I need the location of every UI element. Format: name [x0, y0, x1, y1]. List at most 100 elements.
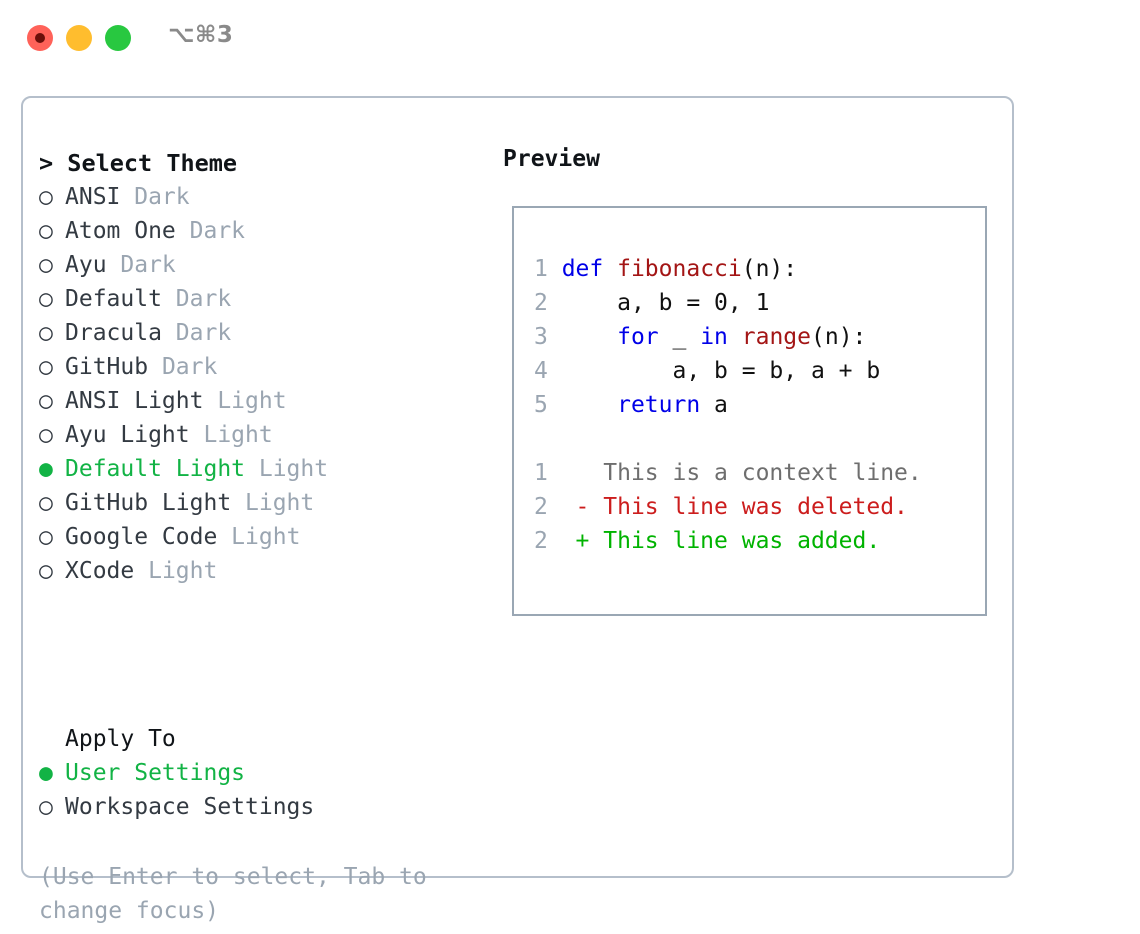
diff-sample: 1 This is a context line.2 - This line w… — [534, 456, 922, 558]
diff-line-number: 2 — [534, 494, 548, 520]
theme-option-10[interactable]: ○ Google Code Light — [39, 520, 489, 554]
radio-unselected-icon: ○ — [39, 184, 53, 210]
radio-unselected-icon: ○ — [39, 252, 53, 278]
code-token: a, b = 0, 1 — [547, 290, 770, 316]
diff-line-1: 2 - This line was deleted. — [534, 490, 922, 524]
code-token: a — [700, 392, 728, 418]
maximize-button[interactable] — [105, 25, 131, 51]
theme-option-label: ANSI — [65, 184, 121, 210]
hint-line-2: change focus) — [39, 898, 220, 924]
code-token: return — [617, 392, 701, 418]
theme-option-label: Atom One — [65, 218, 176, 244]
apply-to-option-label: Workspace Settings — [65, 794, 315, 820]
radio-unselected-icon: ○ — [39, 354, 53, 380]
code-line-1: 2 a, b = 0, 1 — [534, 286, 880, 320]
theme-list: > Select Theme ○ANSI Dark○Atom One Dark○… — [39, 146, 489, 588]
main-window: > Select Theme ○ANSI Dark○Atom One Dark○… — [21, 96, 1014, 924]
code-token: fibonacci — [617, 256, 742, 282]
theme-option-7[interactable]: ○ Ayu Light Light — [39, 418, 489, 452]
code-line-number: 3 — [534, 324, 548, 350]
theme-option-11[interactable]: ○ XCode Light — [39, 554, 489, 588]
theme-option-2[interactable]: ○ Ayu Dark — [39, 248, 489, 282]
code-token: _ — [658, 324, 701, 350]
preview-title: Preview — [503, 146, 600, 172]
theme-option-1[interactable]: ○Atom One Dark — [39, 214, 489, 248]
theme-option-kind: Light — [134, 558, 218, 584]
radio-unselected-icon: ○ — [39, 794, 53, 820]
code-token: for — [617, 324, 659, 350]
theme-option-kind: Light — [189, 422, 273, 448]
radio-unselected-icon: ○ — [39, 422, 53, 448]
code-token: range — [741, 324, 812, 350]
diff-line-number: 2 — [534, 528, 548, 554]
theme-option-label: GitHub Light — [65, 490, 232, 516]
code-line-number: 2 — [534, 290, 548, 316]
theme-option-kind: Dark — [148, 354, 218, 380]
theme-option-kind: Light — [231, 490, 315, 516]
theme-option-0[interactable]: ○ ANSI Dark — [39, 180, 489, 214]
diff-line-text: This is a context line. — [547, 460, 922, 486]
apply-to-option-1[interactable]: ○ Workspace Settings — [39, 790, 489, 824]
code-line-3: 4 a, b = b, a + b — [534, 354, 880, 388]
radio-unselected-icon: ○ — [39, 558, 53, 584]
theme-option-9[interactable]: ○ GitHub Light Light — [39, 486, 489, 520]
theme-option-6[interactable]: ○ ANSI Light Light — [39, 384, 489, 418]
title-bar: ⌥⌘3 — [0, 0, 1140, 78]
theme-option-4[interactable]: ○Dracula Dark — [39, 316, 489, 350]
diff-line-text: - This line was deleted. — [547, 494, 908, 520]
theme-option-label: GitHub — [65, 354, 149, 380]
radio-unselected-icon: ○ — [39, 490, 53, 516]
code-token: in — [700, 324, 728, 350]
diff-line-text: + This line was added. — [547, 528, 881, 554]
theme-option-kind: Dark — [175, 218, 246, 244]
theme-option-label: Ayu — [65, 252, 107, 278]
theme-option-5[interactable]: ○ GitHub Dark — [39, 350, 489, 384]
code-token — [548, 392, 617, 418]
theme-option-kind: Dark — [120, 184, 190, 210]
theme-option-kind: Light — [245, 456, 329, 482]
code-line-number: 1 — [534, 256, 548, 282]
apply-to-section: Apply To ● User Settings ○ Workspace Settin… — [39, 722, 489, 824]
recording-indicator-icon — [35, 33, 45, 43]
radio-selected-icon: ● — [39, 456, 53, 482]
radio-unselected-icon: ○ — [39, 388, 53, 414]
theme-option-8[interactable]: ● Default Light Light — [39, 452, 489, 486]
code-token: a, b = b, a + b — [547, 358, 881, 384]
code-line-2: 3 for _ in range(n): — [534, 320, 880, 354]
theme-option-kind: Dark — [106, 252, 176, 278]
code-token: def — [547, 256, 618, 282]
radio-unselected-icon: ○ — [39, 286, 53, 312]
apply-to-option-0[interactable]: ● User Settings — [39, 756, 489, 790]
apply-to-options: ● User Settings ○ Workspace Settings — [39, 756, 489, 824]
radio-selected-icon: ● — [39, 760, 53, 786]
apply-to-option-label: User Settings — [65, 760, 246, 786]
theme-option-label: Default — [65, 286, 162, 312]
diff-line-0: 1 This is a context line. — [534, 456, 922, 490]
preview-section: Preview — [503, 146, 600, 172]
radio-unselected-icon: ○ — [39, 524, 53, 550]
code-token: (n): — [741, 256, 798, 282]
code-token — [548, 324, 617, 350]
theme-option-label: ANSI Light — [65, 388, 204, 414]
keyboard-shortcut-label: ⌥⌘3 — [168, 22, 234, 48]
theme-option-kind: Dark — [161, 286, 232, 312]
theme-list-header: > Select Theme — [39, 149, 238, 177]
theme-option-label: Default Light — [65, 456, 246, 482]
theme-option-3[interactable]: ○ Default Dark — [39, 282, 489, 316]
theme-option-kind: Light — [217, 524, 301, 550]
theme-option-label: Ayu Light — [65, 422, 190, 448]
diff-line-2: 2 + This line was added. — [534, 524, 922, 558]
theme-option-label: Dracula — [65, 320, 162, 346]
apply-to-header: Apply To — [65, 726, 176, 752]
theme-option-kind: Light — [203, 388, 287, 414]
theme-options: ○ANSI Dark○Atom One Dark○Ayu Dark○Defaul… — [39, 180, 489, 588]
minimize-button[interactable] — [66, 25, 92, 51]
code-line-4: 5 return a — [534, 388, 880, 422]
theme-option-label: XCode — [65, 558, 135, 584]
diff-line-number: 1 — [534, 460, 548, 486]
theme-option-label: Google Code — [65, 524, 218, 550]
radio-unselected-icon: ○ — [39, 320, 53, 346]
